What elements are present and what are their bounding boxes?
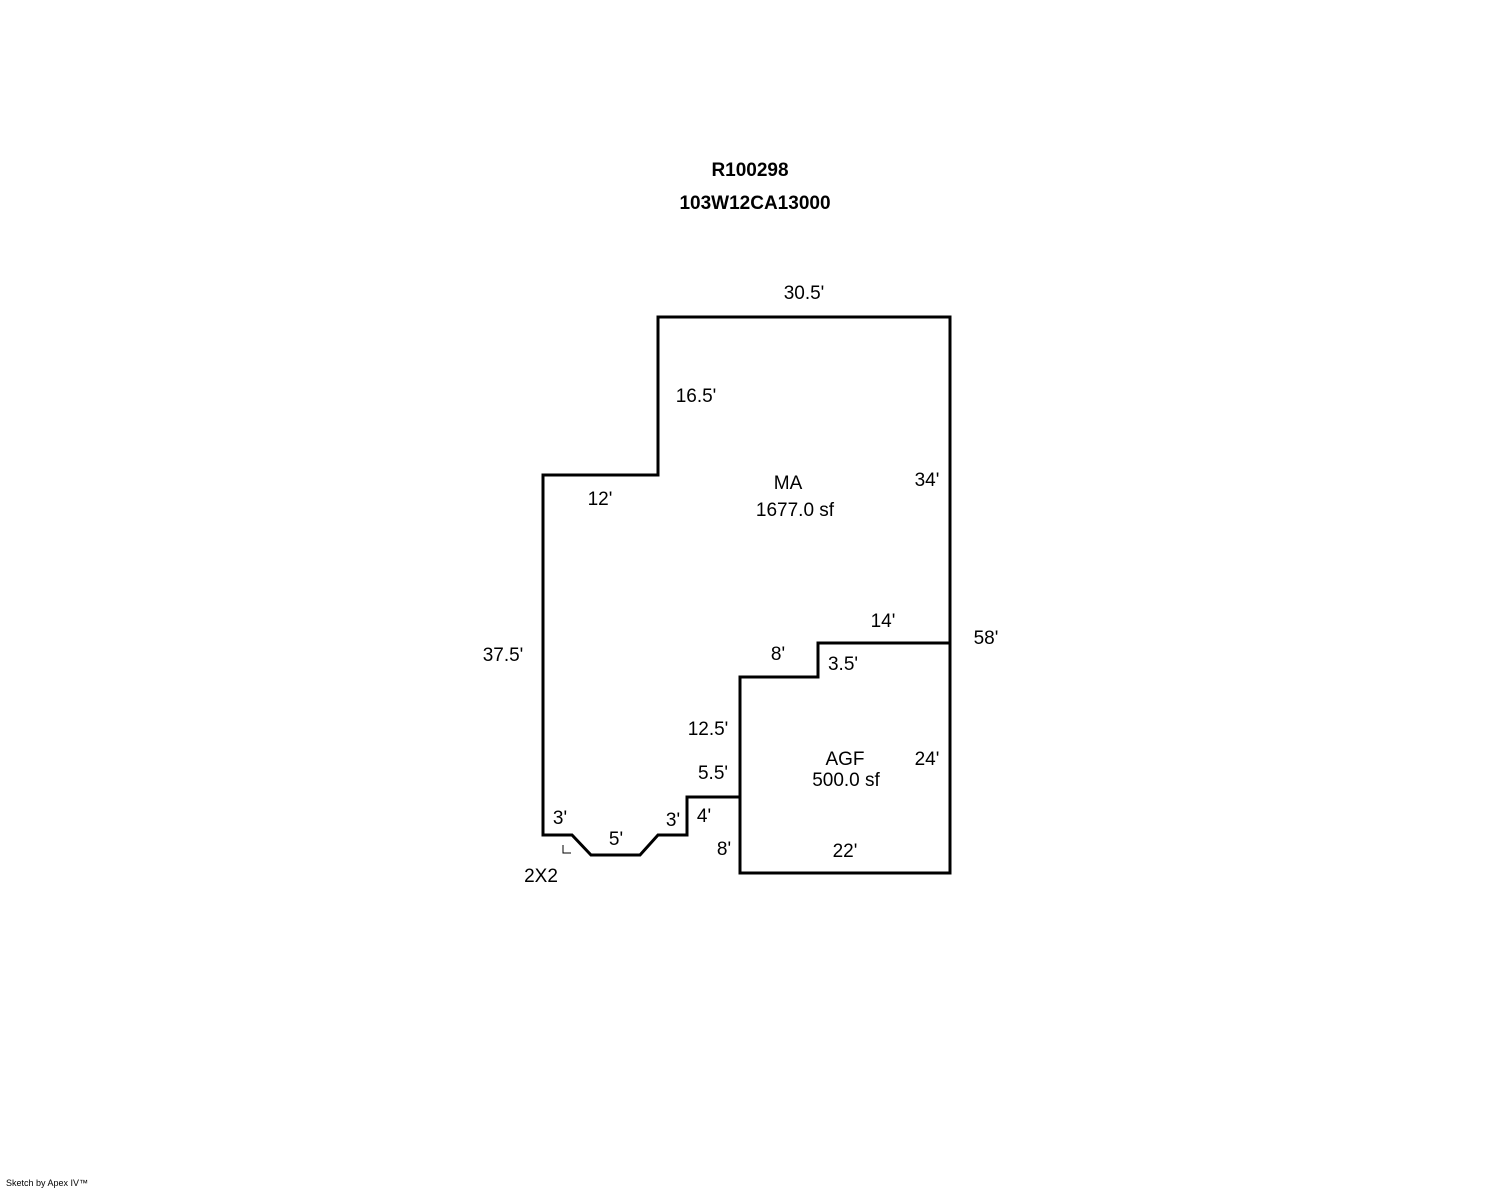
bay-corner-marker bbox=[562, 845, 571, 854]
dim-top: 30.5' bbox=[784, 283, 825, 304]
dim-right-total: 58' bbox=[974, 628, 999, 649]
map-number: 103W12CA13000 bbox=[679, 193, 830, 214]
dim-bay-right: 3' bbox=[666, 810, 680, 831]
main-area-size: 1677.0 sf bbox=[756, 500, 835, 521]
dim-garage-left-upper: 12.5' bbox=[688, 719, 729, 740]
dim-garage-notch-top: 8' bbox=[771, 644, 785, 665]
main-area-outline bbox=[541, 315, 952, 857]
dim-bay-left: 3' bbox=[553, 808, 567, 829]
dim-right-upper: 34' bbox=[915, 470, 940, 491]
dim-left-wall: 37.5' bbox=[483, 645, 524, 666]
dim-upper-left-wall: 16.5' bbox=[676, 386, 717, 407]
main-area-code: MA bbox=[774, 473, 803, 494]
bay-marker-label: 2X2 bbox=[524, 866, 558, 887]
dim-garage-left-lower: 8' bbox=[717, 839, 731, 860]
garage-outline bbox=[738, 643, 952, 875]
dim-garage-right: 24' bbox=[915, 749, 940, 770]
dim-garage-top: 14' bbox=[871, 611, 896, 632]
dim-step-side: 4' bbox=[697, 806, 711, 827]
sketch-credit: Sketch by Apex IV™ bbox=[6, 1178, 88, 1188]
dim-step-top: 5.5' bbox=[698, 763, 728, 784]
dim-garage-notch-side: 3.5' bbox=[828, 654, 858, 675]
dim-bay-bottom: 5' bbox=[609, 829, 623, 850]
dim-garage-bottom: 22' bbox=[833, 841, 858, 862]
parcel-id: R100298 bbox=[711, 160, 788, 181]
dim-left-step: 12' bbox=[588, 489, 613, 510]
garage-area-size: 500.0 sf bbox=[812, 770, 880, 791]
garage-area-code: AGF bbox=[825, 749, 864, 770]
